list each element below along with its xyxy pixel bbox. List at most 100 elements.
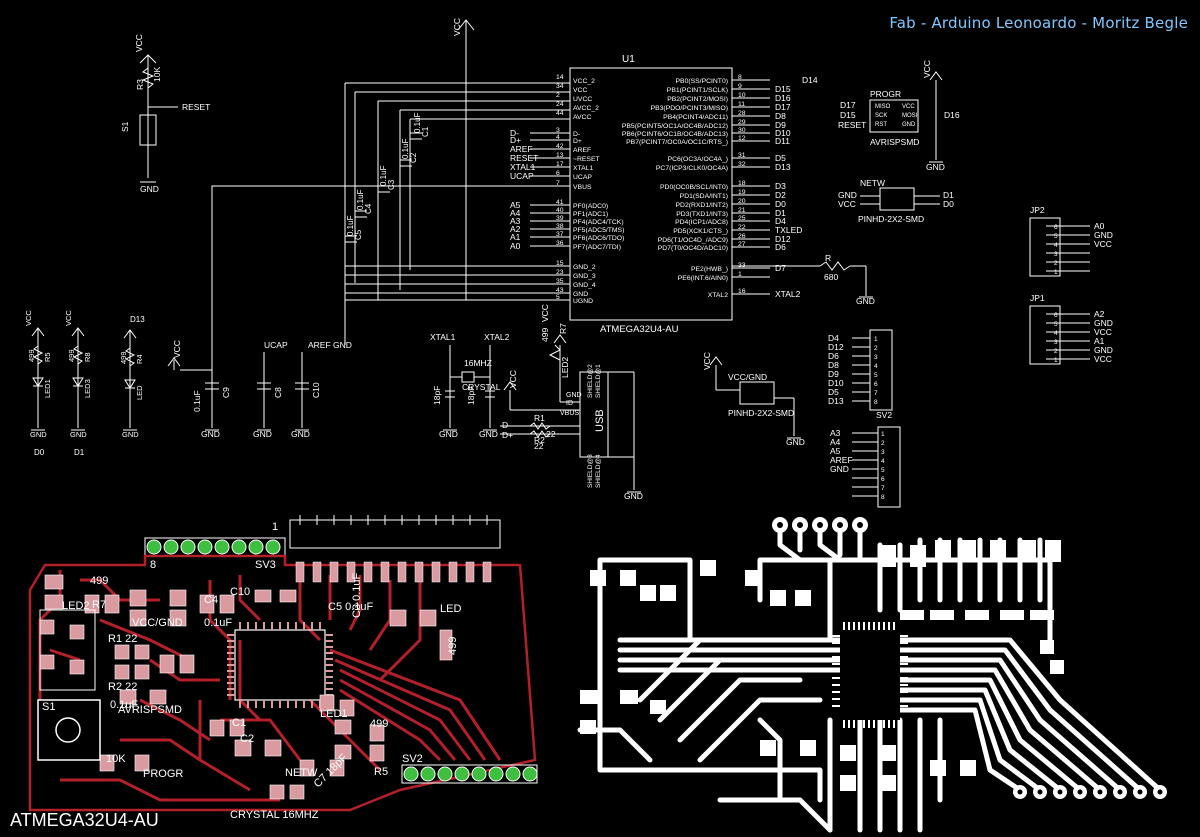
copper-trace bbox=[757, 717, 783, 803]
smd-pad bbox=[419, 609, 437, 627]
sv2-net-label: D4 bbox=[828, 333, 839, 343]
board-silk-label: 0.1uF bbox=[110, 699, 138, 711]
board-silk-label: CRYSTAL 16MHZ bbox=[230, 809, 319, 821]
progr-title: PROGR bbox=[870, 89, 901, 99]
smd-pad bbox=[465, 561, 475, 583]
sva-pin-num: 7 bbox=[881, 485, 885, 492]
copper-lead bbox=[843, 720, 845, 728]
ic-right-net-label: D5 bbox=[775, 153, 786, 163]
smd-pad bbox=[329, 759, 345, 777]
ic-left-pin-name: PF0(ADC0) bbox=[573, 203, 608, 210]
led-resistor-value: 499 bbox=[27, 349, 36, 362]
smd-pad bbox=[431, 561, 441, 583]
copper-lead bbox=[868, 622, 870, 630]
sv2-pin-num: 4 bbox=[874, 363, 878, 370]
board-silk-label: 499 bbox=[370, 718, 388, 730]
smd-pad bbox=[369, 744, 385, 762]
smd-pad bbox=[114, 644, 130, 660]
copper-lead bbox=[888, 720, 890, 728]
usb-vbus: VBUS bbox=[560, 410, 579, 417]
smd-pad bbox=[319, 694, 335, 712]
progr-right: D16 bbox=[944, 110, 960, 120]
board-silk-label: 499 bbox=[447, 637, 459, 655]
smd-pad bbox=[104, 594, 120, 614]
ic-right-net-label: D17 bbox=[775, 102, 791, 112]
usb-id: ID bbox=[566, 400, 573, 407]
sva-net-label: A4 bbox=[830, 437, 841, 447]
ic-left-pin-name: D- bbox=[573, 131, 580, 138]
ic-right-pin-name: PE2(HWB_) bbox=[691, 266, 728, 273]
jp2-pin-num: 5 bbox=[1054, 233, 1058, 240]
copper-pad bbox=[990, 540, 1006, 562]
copper-pad bbox=[960, 760, 976, 776]
smd-pad bbox=[389, 609, 407, 627]
decoupling-cap-ref: C5 bbox=[354, 229, 363, 240]
board-silk-label: 10K bbox=[106, 753, 126, 765]
copper-lead bbox=[900, 656, 908, 658]
copper-pad bbox=[960, 540, 976, 562]
smd-pad bbox=[414, 561, 424, 583]
copper-lead bbox=[858, 622, 860, 630]
copper-pad bbox=[880, 775, 896, 791]
copper-lead bbox=[853, 720, 855, 728]
usb-rval2: 22 bbox=[534, 441, 544, 451]
ic-left-pin-name: PF1(ADC1) bbox=[573, 211, 608, 218]
smd-pad bbox=[44, 594, 64, 610]
led-resistor-value: 499 bbox=[119, 351, 128, 364]
ic-right-net-label: D14 bbox=[802, 75, 818, 85]
sv2-pin-num: 6 bbox=[874, 381, 878, 388]
copper-pad bbox=[1030, 610, 1054, 620]
copper-trace bbox=[597, 557, 823, 803]
ic-left-pin-name: VCC_2 bbox=[573, 78, 595, 85]
copper-lead bbox=[900, 691, 908, 693]
copper-pad bbox=[590, 570, 606, 586]
progr-pin-rst: RST bbox=[875, 122, 887, 128]
ic-part: ATMEGA32U4-AU bbox=[600, 324, 679, 335]
ic-left-pin-num: 34 bbox=[556, 83, 564, 90]
copper-lead bbox=[832, 705, 840, 707]
header-pad bbox=[471, 766, 487, 782]
ic-left-pin-name: PF6(ADC6/TDO) bbox=[573, 235, 624, 242]
jp1-pin-num: 1 bbox=[1054, 357, 1058, 364]
ic-right-pin-num: 18 bbox=[738, 180, 746, 187]
copper-pad bbox=[900, 610, 924, 620]
ic-left-pin-name: VCC bbox=[573, 87, 587, 94]
copper-trace bbox=[897, 657, 1123, 793]
jp1-net-label: VCC bbox=[1094, 354, 1112, 364]
copper-pad bbox=[930, 760, 946, 776]
led-gnd-label: GND bbox=[70, 430, 87, 439]
ic-left-pin-num: 41 bbox=[556, 199, 564, 206]
smd-pad bbox=[39, 619, 55, 635]
board-silk-label: 0.1uF bbox=[204, 617, 232, 629]
cap-c1 bbox=[410, 132, 422, 140]
ic-right-net-label: D12 bbox=[775, 234, 791, 244]
gnd-c8: GND bbox=[253, 429, 272, 439]
jp1-net-label: VCC bbox=[1094, 327, 1112, 337]
netw-part: PINHD-2X2-SMD bbox=[858, 214, 924, 224]
copper-trace bbox=[897, 667, 1103, 793]
jp1-net-label: A1 bbox=[1094, 336, 1105, 346]
ic-right-pin-num: 21 bbox=[738, 207, 746, 214]
board-silk-label: C2 bbox=[240, 733, 254, 745]
usb-gnd-bottom: GND bbox=[624, 491, 643, 501]
header-pad bbox=[403, 766, 419, 782]
ic-right-pin-name: PB3(PDO/PCINT3/MISO) bbox=[651, 105, 728, 112]
ic-right-pin-num: 25 bbox=[738, 215, 746, 222]
ic-right-net-label: D13 bbox=[775, 162, 791, 172]
ic-right-pin-num: 1 bbox=[738, 271, 742, 278]
board-silk-label: C4 bbox=[204, 594, 218, 606]
smd-pad bbox=[129, 589, 147, 607]
board-silk-label: C1 bbox=[232, 717, 246, 729]
ic-right-pin-num: 9 bbox=[738, 83, 742, 90]
copper-lead bbox=[832, 698, 840, 700]
xtal1-label: XTAL1 bbox=[430, 332, 456, 342]
copper-pad bbox=[650, 700, 666, 714]
vccgnd-title: VCC/GND bbox=[728, 372, 767, 382]
board-silk-label: PROGR bbox=[143, 768, 183, 780]
progr-left-3: RESET bbox=[838, 120, 866, 130]
copper-trace bbox=[897, 647, 1143, 793]
ic-left-pin-num: 23 bbox=[556, 269, 564, 276]
sv2-pin-num: 8 bbox=[874, 399, 878, 406]
sva-pin-num: 4 bbox=[881, 458, 885, 465]
ic-right-net-label: XTAL2 bbox=[775, 289, 801, 299]
